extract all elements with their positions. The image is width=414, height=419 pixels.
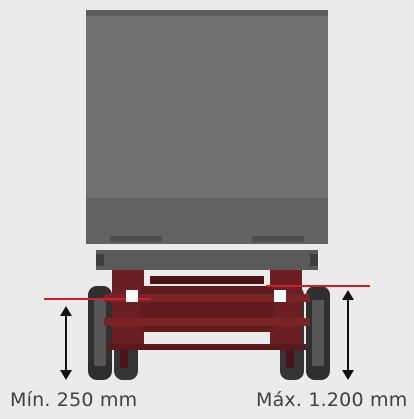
max-height-caption: Máx. 1.200 mm: [256, 389, 408, 411]
vent-slot-right: [252, 236, 304, 242]
min-arrow-head-top: [60, 306, 72, 316]
chassis-post-left: [112, 270, 144, 350]
leg-right: [286, 350, 294, 368]
crossbar-lower: [108, 344, 306, 350]
rim-right: [312, 300, 324, 366]
truck-body: [86, 10, 328, 270]
truck-body-base: [96, 250, 318, 270]
max-height-arrow: [342, 290, 354, 380]
min-height-caption: Mín. 250 mm: [10, 389, 138, 411]
tail-light-left: [96, 254, 104, 266]
truck-body-top-edge: [86, 10, 328, 16]
chassis-top-rail: [150, 276, 264, 284]
crossbar-upper: [104, 294, 310, 302]
min-point-marker: [126, 290, 138, 302]
max-arrow-head-top: [342, 290, 354, 300]
vent-slot-left: [110, 236, 162, 242]
crossbar-middle: [104, 318, 310, 326]
chassis-post-right: [270, 270, 302, 350]
max-point-marker: [274, 290, 286, 302]
chassis-frame: [104, 270, 310, 368]
tail-light-right: [310, 254, 318, 266]
min-arrow-head-bottom: [60, 370, 72, 380]
max-arrow-head-bottom: [342, 370, 354, 380]
rim-left: [94, 300, 106, 366]
leg-left: [120, 350, 128, 368]
min-height-arrow: [60, 306, 72, 380]
